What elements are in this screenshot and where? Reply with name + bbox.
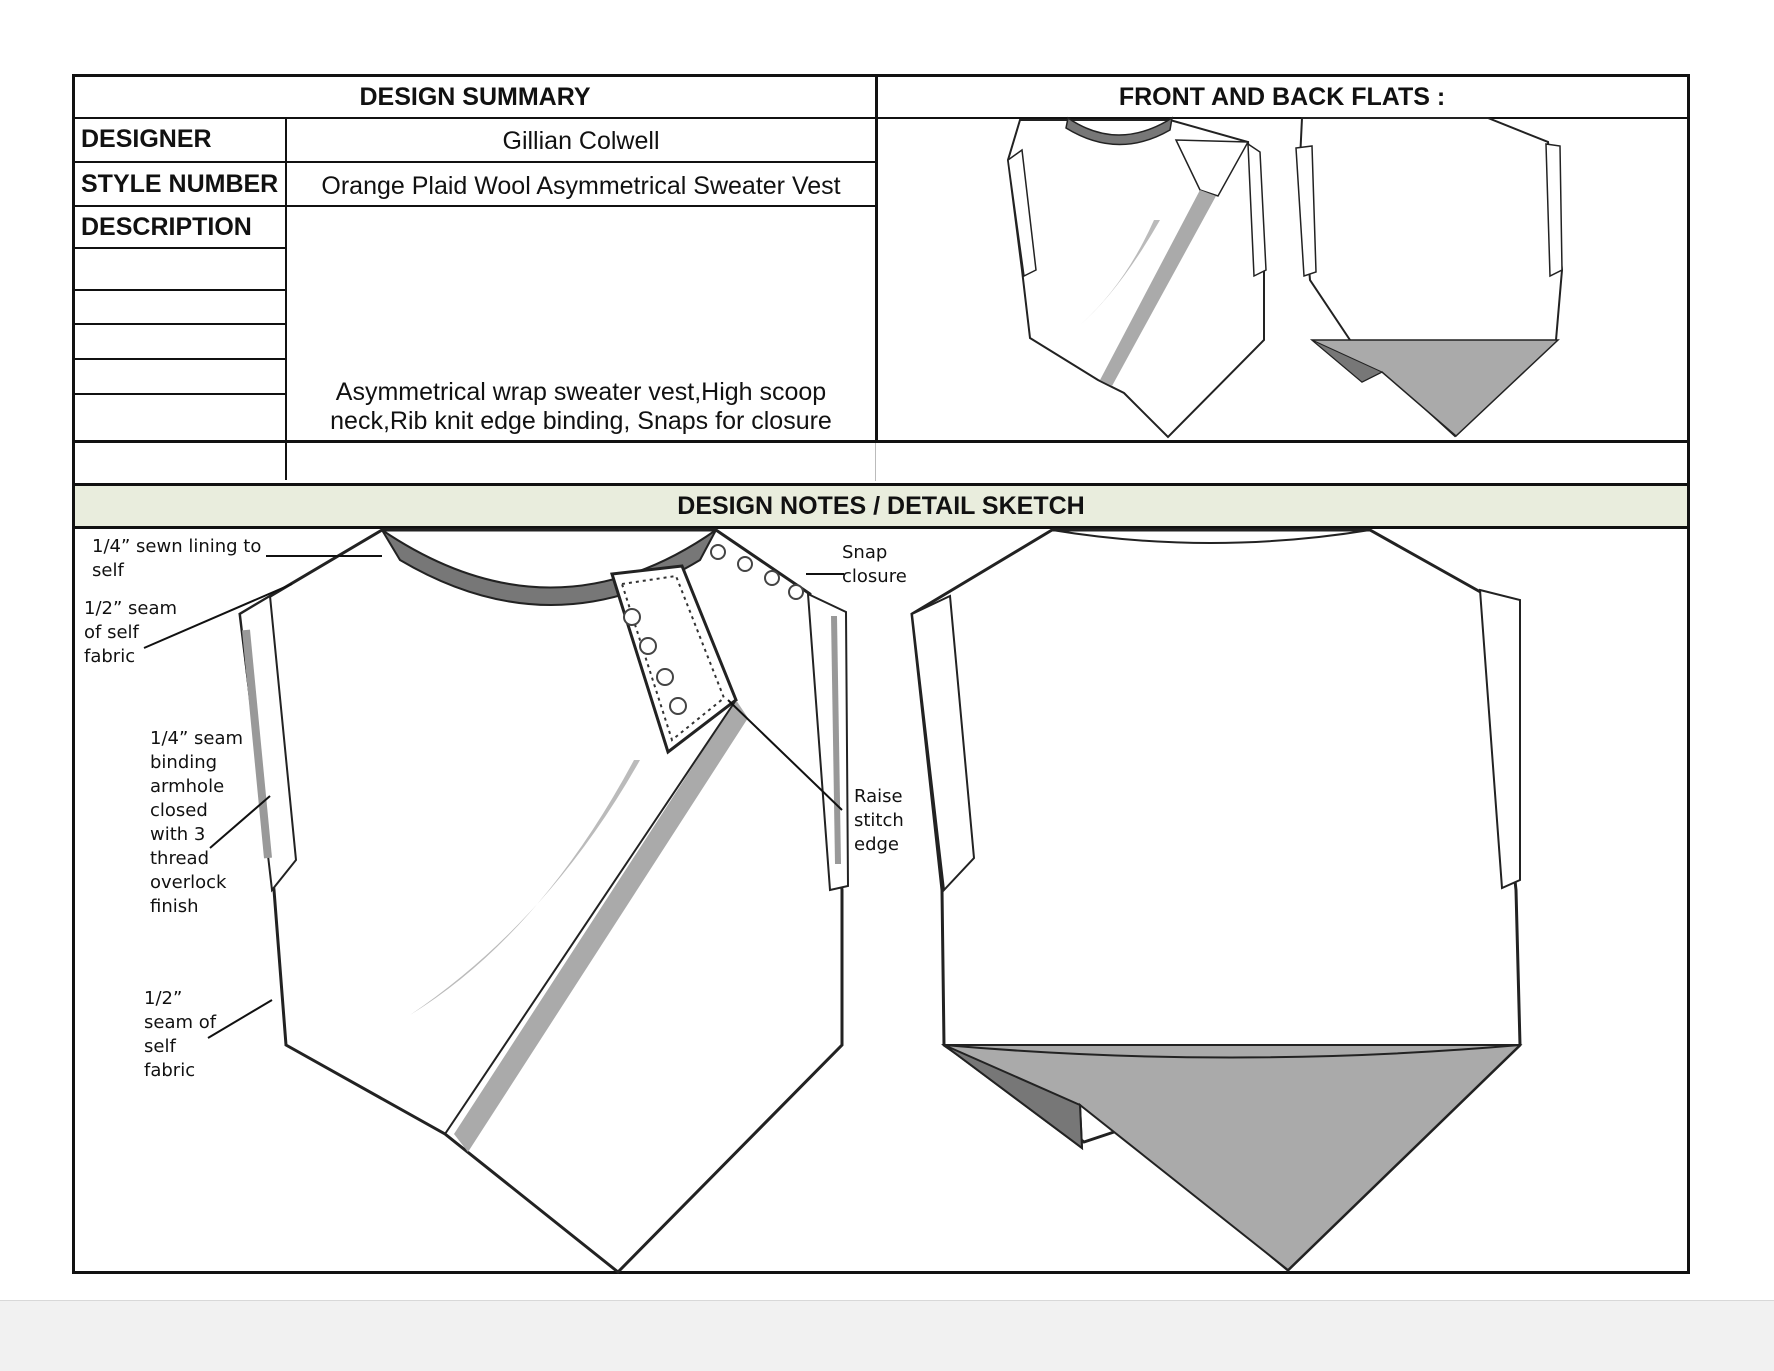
callout-line: binding [150, 752, 217, 773]
divider [75, 289, 285, 291]
design-notes-title: DESIGN NOTES / DETAIL SKETCH [677, 491, 1085, 520]
divider [75, 323, 285, 325]
callout-line: with 3 [150, 824, 205, 845]
callout-line: 1/4” sewn lining to [92, 536, 261, 557]
divider [75, 393, 285, 395]
callout-line: fabric [144, 1060, 195, 1081]
description-line: neck,Rib knit edge binding, Snaps for cl… [330, 407, 832, 435]
callout-line: 1/2” seam [84, 598, 177, 619]
divider [75, 526, 1687, 529]
divider [75, 205, 285, 207]
divider [75, 358, 285, 360]
divider [285, 205, 875, 207]
style-number-value: Orange Plaid Wool Asymmetrical Sweater V… [321, 171, 841, 200]
callout-line: self [144, 1036, 176, 1057]
divider [75, 440, 1687, 443]
callout-line: 1/4” seam [150, 728, 243, 749]
callout-lining: 1/4” sewn lining to self [92, 536, 267, 581]
callout-line: Raise [854, 786, 903, 807]
callout-line: closed [150, 800, 208, 821]
callout-line: 1/2” [144, 988, 182, 1009]
callout-line: edge [854, 834, 899, 855]
description-line: Asymmetrical wrap sweater vest,High scoo… [335, 378, 827, 406]
callout-line: of self [84, 622, 140, 643]
callout-line: Snap [842, 542, 887, 563]
divider [875, 443, 876, 481]
callout-line: overlock [150, 872, 227, 893]
callout-seam-bottom: 1/2” seam of self fabric [144, 988, 222, 1081]
callout-snap: Snap closure [842, 542, 907, 587]
callout-raise: Raise stitch edge [854, 786, 910, 855]
callout-line: armhole [150, 776, 224, 797]
callout-line: finish [150, 896, 199, 917]
description-value: Asymmetrical wrap sweater vest,High scoo… [287, 378, 875, 436]
callout-line: self [92, 560, 124, 581]
callout-binding: 1/4” seam binding armhole closed with 3 … [150, 728, 249, 917]
callout-line: thread [150, 848, 209, 869]
design-summary-title: DESIGN SUMMARY [359, 82, 591, 111]
callout-seam-top: 1/2” seam of self fabric [84, 598, 183, 667]
page-footer-strip [0, 1300, 1774, 1371]
callout-line: seam of [144, 1012, 217, 1033]
callout-line: stitch [854, 810, 904, 831]
designer-label: DESIGNER [81, 124, 212, 153]
callout-line: closure [842, 566, 907, 587]
divider [75, 117, 1687, 119]
divider [75, 483, 1687, 486]
design-notes-band [75, 486, 1687, 526]
style-number-label: STYLE NUMBER [81, 169, 279, 198]
flats-title: FRONT AND BACK FLATS : [1118, 82, 1446, 111]
divider [75, 247, 285, 249]
designer-value: Gillian Colwell [502, 126, 660, 155]
divider [875, 77, 878, 440]
callout-line: fabric [84, 646, 135, 667]
divider [75, 161, 875, 163]
description-label: DESCRIPTION [81, 212, 252, 241]
divider [285, 117, 287, 480]
